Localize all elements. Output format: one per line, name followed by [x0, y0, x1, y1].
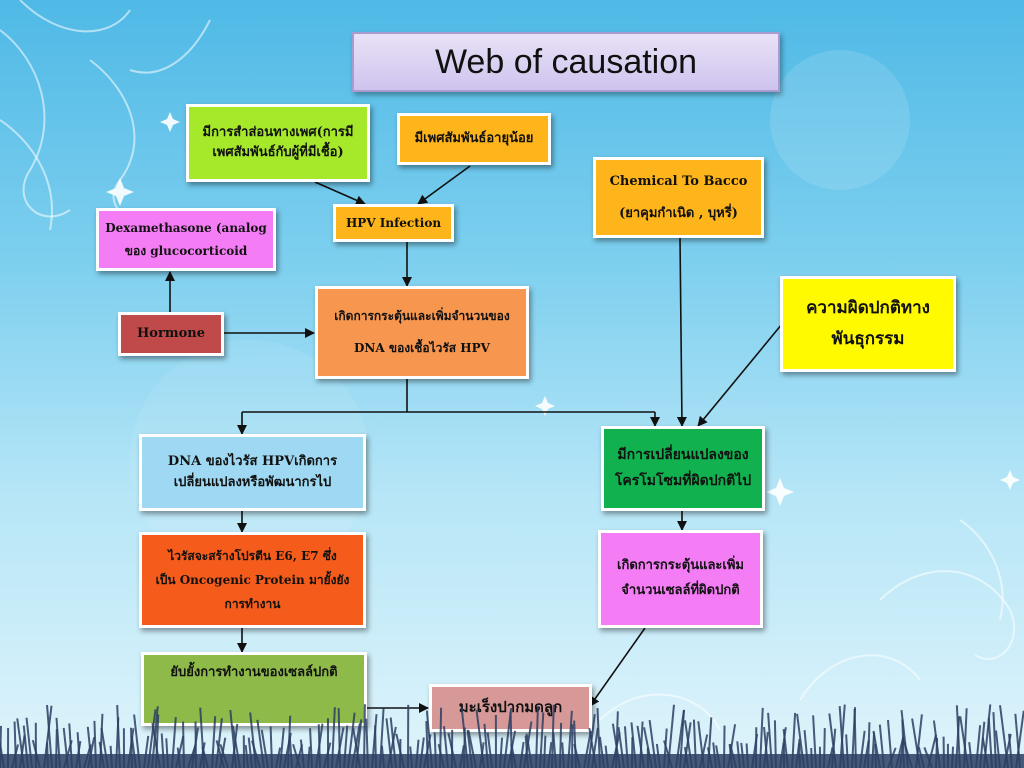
node-chromosome-change-line2: โครโมโซมที่ผิดปกติไป [614, 472, 752, 489]
node-early-sex: มีเพศสัมพันธ์อายุน้อย [397, 113, 551, 165]
node-dexamethasone: Dexamethasone (analog ของ glucocorticoid [96, 208, 276, 271]
arrow-abnormal-growth-to-cancer [589, 627, 646, 707]
node-risky-sex-line1: มีการสำส่อนทางเพศ(การมี [202, 124, 354, 140]
node-cervical-cancer-text: มะเร็งปากมดลูก [458, 698, 563, 717]
node-chromosome-change-line1: มีการเปลี่ยนแปลงของ [617, 447, 749, 464]
node-dna-stimulation: เกิดการกระตุ้นและเพิ่มจำนวนของ DNA ของเช… [315, 286, 529, 379]
grass-decoration [0, 704, 1024, 768]
arrow-chemical-to-chromosome-change [676, 237, 687, 427]
node-abnormal-cell-growth-line2: จำนวนเซลล์ที่ผิดปกติ [621, 583, 740, 598]
node-dna-change-line1: DNA ของไวรัส HPVเกิดการ [167, 454, 338, 470]
slide-title-box: Web of causation [352, 32, 780, 92]
node-genetic-abnormality-line2: พันธุกรรม [831, 329, 905, 349]
node-dexamethasone-line1: Dexamethasone (analog [105, 220, 267, 235]
node-abnormal-cell-growth: เกิดการกระตุ้นและเพิ่ม จำนวนเซลล์ที่ผิดป… [598, 530, 763, 628]
node-risky-sex-line2: เพศสัมพันธ์กับผู้ที่มีเชื้อ) [212, 145, 344, 160]
node-early-sex-text: มีเพศสัมพันธ์อายุน้อย [414, 130, 534, 146]
node-hpv-infection-text: HPV Infection [345, 215, 442, 230]
node-dna-change: DNA ของไวรัส HPVเกิดการ เปลี่ยนแปลงหรือพ… [139, 434, 366, 511]
node-risky-sex: มีการสำส่อนทางเพศ(การมี เพศสัมพันธ์กับผู… [186, 104, 370, 182]
node-chemical-line2: (ยาคุมกำเนิด , บุหรี่) [619, 205, 738, 221]
node-oncogenic-protein-line1: ไวรัสจะสร้างโปรตีน E6, E7 ซึ่ง [168, 549, 337, 563]
node-inhibit-normal-cell: ยับยั้งการทำงานของเซลล์ปกติ [141, 652, 367, 726]
node-chemical-line1: Chemical To Bacco [609, 174, 748, 190]
node-dna-stimulation-line2: DNA ของเชื้อไวรัส HPV [354, 340, 490, 355]
node-chromosome-change: มีการเปลี่ยนแปลงของ โครโมโซมที่ผิดปกติไป [601, 426, 765, 511]
node-hormone-text: Hormone [137, 325, 205, 341]
node-hpv-infection: HPV Infection [333, 204, 454, 242]
node-genetic-abnormality: ความผิดปกติทาง พันธุกรรม [780, 276, 956, 372]
node-oncogenic-protein: ไวรัสจะสร้างโปรตีน E6, E7 ซึ่ง เป็น Onco… [139, 532, 366, 628]
node-chemical: Chemical To Bacco (ยาคุมกำเนิด , บุหรี่) [593, 157, 764, 238]
node-genetic-abnormality-line1: ความผิดปกติทาง [806, 298, 930, 319]
node-oncogenic-protein-line3: การทำงาน [224, 597, 281, 611]
node-dna-change-line2: เปลี่ยนแปลงหรือพัฒนากรไป [173, 474, 332, 490]
node-inhibit-normal-cell-text: ยับยั้งการทำงานของเซลล์ปกติ [170, 665, 338, 680]
node-dexamethasone-line2: ของ glucocorticoid [124, 243, 248, 258]
node-dna-stimulation-line1: เกิดการกระตุ้นและเพิ่มจำนวนของ [334, 309, 510, 324]
arrow-early-sex-to-hpv [417, 165, 471, 205]
node-oncogenic-protein-line2: เป็น Oncogenic Protein มายั้งยัง [155, 573, 350, 587]
slide-title: Web of causation [434, 42, 698, 81]
arrow-risky-sex-to-hpv [314, 181, 366, 205]
node-abnormal-cell-growth-line1: เกิดการกระตุ้นและเพิ่ม [617, 558, 744, 574]
node-hormone: Hormone [118, 312, 224, 356]
arrow-genetic-to-chromosome-change [697, 323, 783, 427]
